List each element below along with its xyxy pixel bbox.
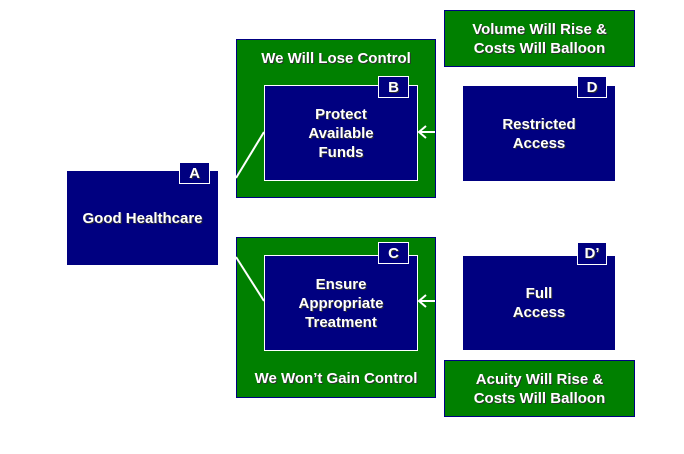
- node-d-restricted-access: Restricted Access: [463, 86, 615, 181]
- node-d-prime-tag: D’: [577, 242, 607, 265]
- group-title-top: We Will Lose Control: [261, 50, 411, 67]
- arrow-d-to-b: [417, 125, 435, 139]
- node-b-label: Protect Available Funds: [308, 105, 374, 161]
- node-a-tag: A: [179, 162, 210, 184]
- node-a-label: Good Healthcare: [82, 209, 203, 227]
- node-d-prime-label: Full Access: [512, 285, 566, 321]
- edge-a-to-b: [235, 131, 265, 179]
- node-c-label: Ensure Appropriate Treatment: [298, 275, 384, 331]
- node-b-protect-funds: Protect Available Funds: [264, 85, 418, 181]
- edge-a-to-c: [235, 256, 265, 302]
- node-c-tag: C: [378, 242, 409, 264]
- group-title-bottom: We Won’t Gain Control: [254, 370, 418, 387]
- assumption-volume-rise: Volume Will Rise & Costs Will Balloon: [444, 10, 635, 67]
- node-d-label: Restricted Access: [502, 115, 576, 152]
- node-d-tag: D: [577, 76, 607, 98]
- node-d-prime-full-access: Full Access: [463, 256, 615, 350]
- assumption-acuity-rise: Acuity Will Rise & Costs Will Balloon: [444, 360, 635, 417]
- node-b-tag: B: [378, 76, 409, 98]
- arrow-d-prime-to-c: [417, 294, 435, 308]
- node-a-good-healthcare: Good Healthcare: [67, 171, 218, 265]
- node-c-ensure-treatment: Ensure Appropriate Treatment: [264, 255, 418, 351]
